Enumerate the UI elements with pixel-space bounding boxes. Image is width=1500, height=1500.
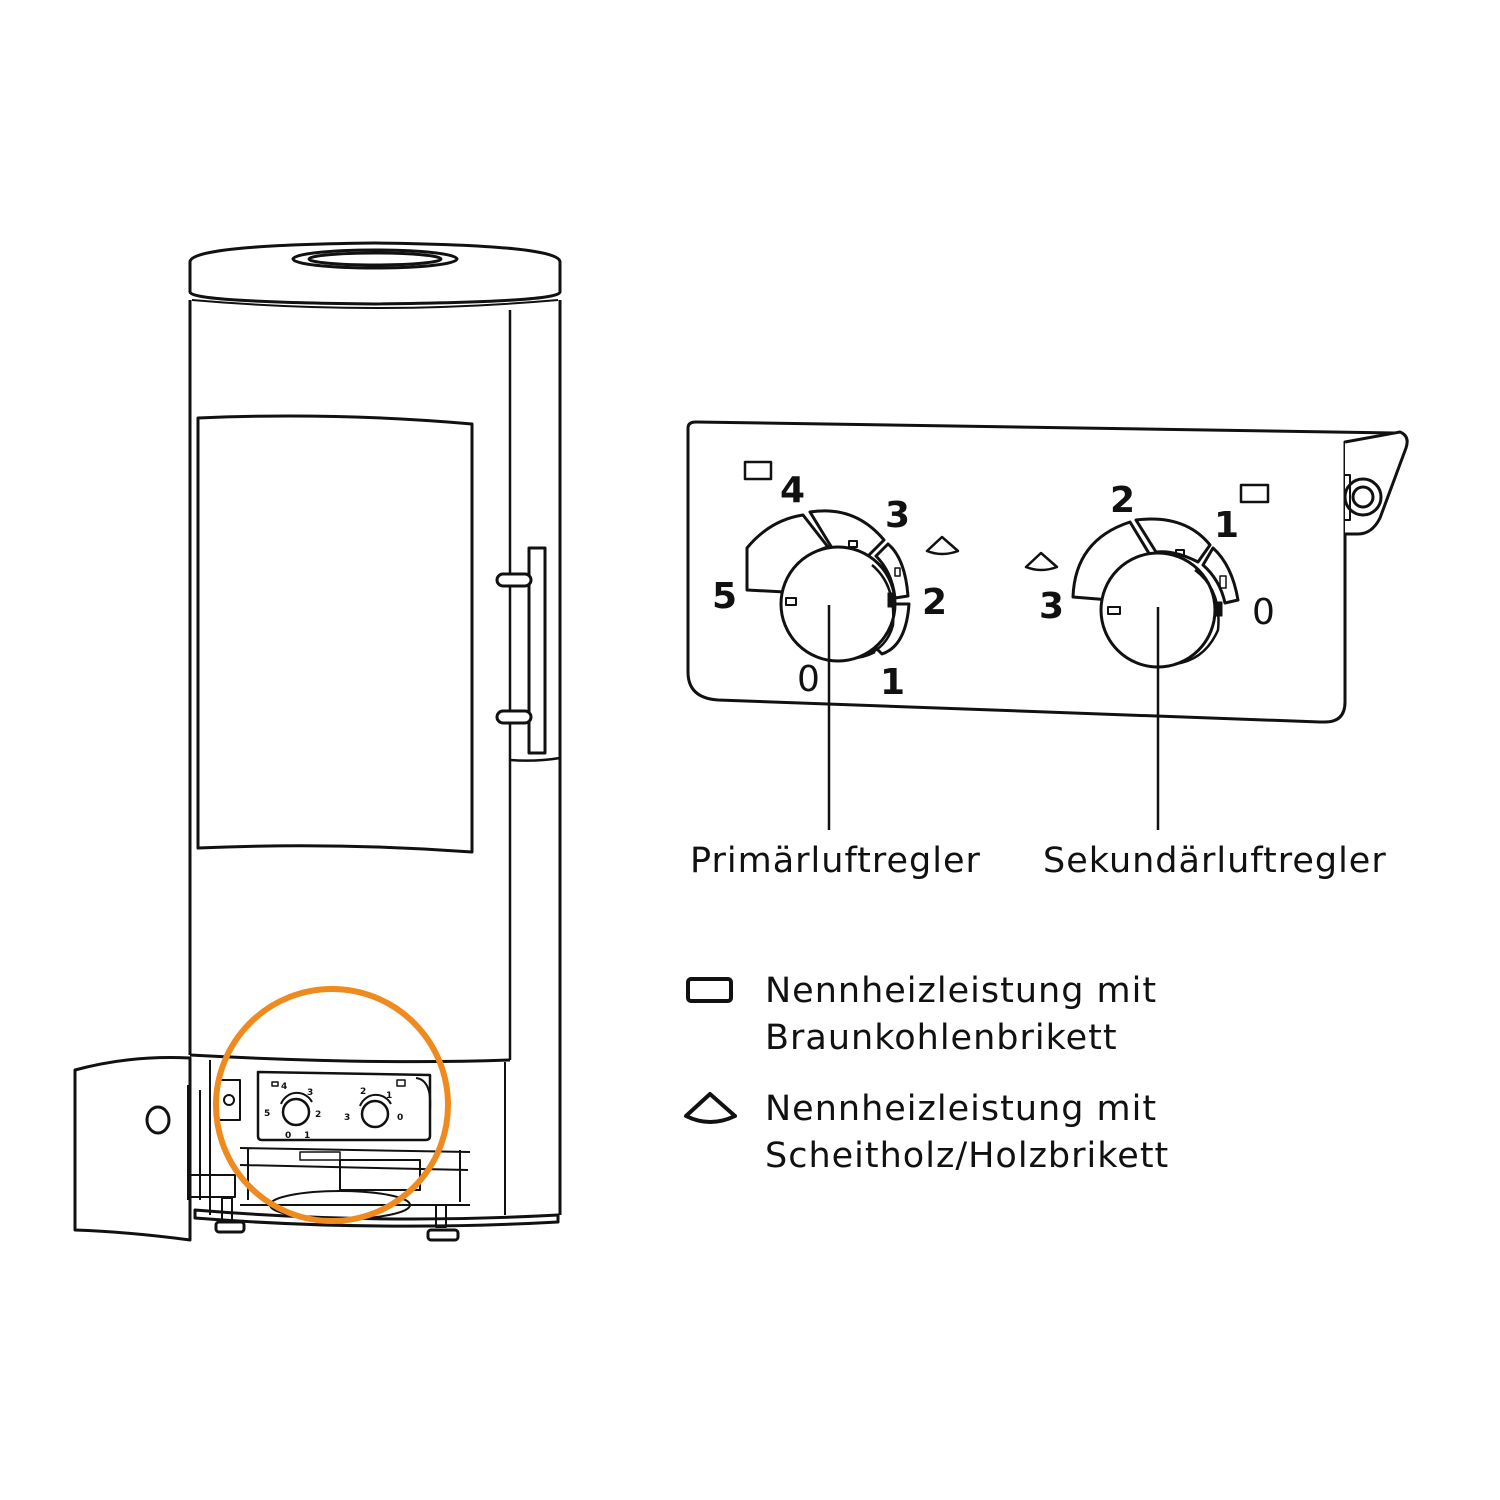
svg-text:3: 3 — [307, 1088, 313, 1098]
primary-mark-3: 3 — [885, 495, 910, 536]
primary-air-label: Primärluftregler — [690, 841, 981, 881]
secondary-mark-2: 2 — [1110, 480, 1135, 521]
stove-flue-outlet — [291, 248, 459, 270]
stove-body — [188, 300, 562, 1215]
svg-text:0: 0 — [397, 1113, 403, 1123]
secondary-mark-3: 3 — [1039, 586, 1064, 627]
mini-secondary-knob — [360, 1099, 390, 1129]
mini-dial-labels: 4 3 5 2 0 1 2 1 3 0 — [264, 1082, 403, 1141]
svg-text:4: 4 — [281, 1082, 287, 1092]
legend-item-2-line2: Scheitholz/Holzbrikett — [765, 1136, 1169, 1176]
control-panel-detail — [686, 420, 1409, 830]
primary-knob — [779, 545, 897, 663]
legend-rectangle-icon — [686, 977, 733, 1003]
rectangle-icon — [743, 460, 773, 481]
door-handle — [495, 546, 547, 755]
flame-segment-icon — [1024, 551, 1059, 572]
primary-mark-0: 0 — [797, 659, 820, 700]
stove — [73, 241, 562, 1242]
legend-item-2-line1: Nennheizleistung mit — [765, 1089, 1157, 1129]
svg-text:0: 0 — [285, 1131, 291, 1141]
rectangle-icon — [1239, 483, 1270, 504]
secondary-dial-labels: 3 2 1 0 — [1039, 480, 1275, 633]
mini-primary-knob — [281, 1097, 311, 1127]
primary-mark-1: 1 — [880, 662, 905, 703]
primary-mark-5: 5 — [712, 576, 737, 617]
highlight-circle — [213, 986, 451, 1224]
bracket-nut — [1343, 477, 1383, 517]
primary-dial — [745, 509, 911, 663]
svg-text:5: 5 — [264, 1109, 270, 1119]
flame-segment-icon — [925, 535, 960, 556]
legend-item-1-line1: Nennheizleistung mit — [765, 971, 1157, 1011]
legend-item-1-line2: Braunkohlenbrikett — [765, 1018, 1118, 1058]
primary-mark-2: 2 — [922, 582, 947, 623]
svg-text:2: 2 — [360, 1087, 366, 1097]
svg-text:1: 1 — [304, 1131, 310, 1141]
svg-text:2: 2 — [315, 1110, 321, 1120]
svg-text:1: 1 — [386, 1091, 392, 1101]
legend: Nennheizleistung mit Braunkohlenbrikett … — [684, 971, 1169, 1176]
primary-mark-4: 4 — [780, 470, 805, 511]
secondary-mark-0: 0 — [1252, 592, 1275, 633]
secondary-air-label: Sekundärluftregler — [1043, 841, 1387, 881]
ash-door — [73, 1056, 236, 1242]
svg-text:3: 3 — [344, 1113, 350, 1123]
legend-flame-segment-icon — [684, 1092, 737, 1124]
mini-control-panel — [256, 1070, 432, 1142]
secondary-mark-1: 1 — [1214, 505, 1239, 546]
primary-dial-labels: 5 4 3 2 1 0 — [712, 470, 947, 703]
stove-window — [196, 414, 474, 854]
stove-top-plate — [188, 241, 562, 306]
